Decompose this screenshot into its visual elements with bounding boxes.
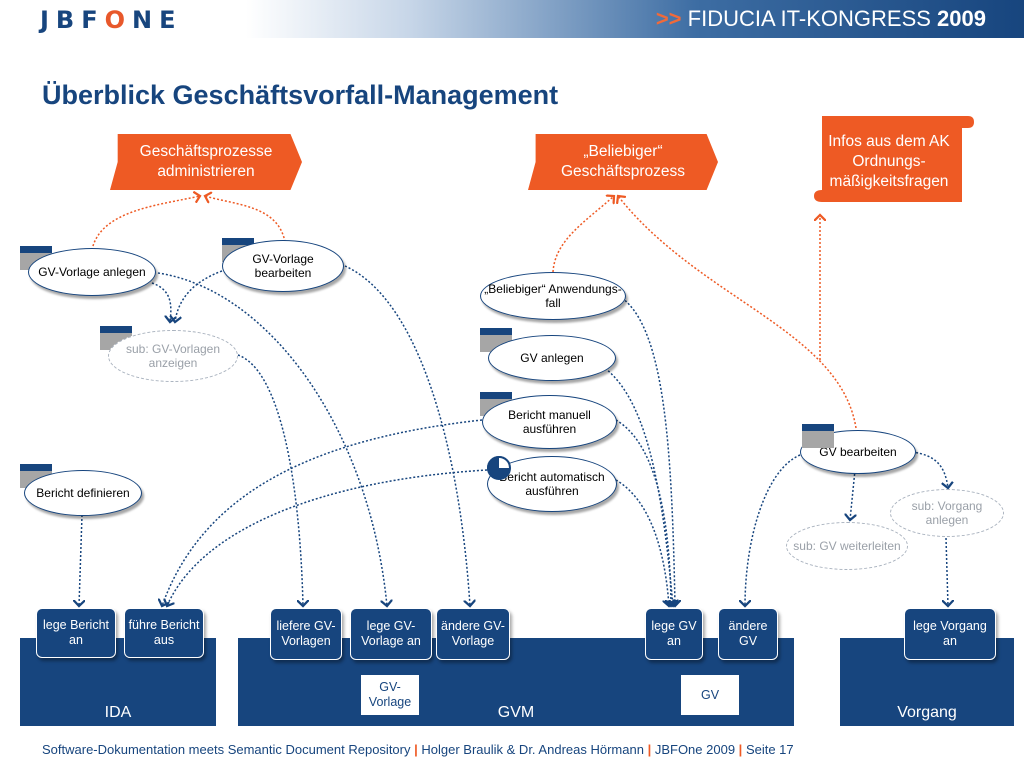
- footer-authors: Holger Braulik & Dr. Andreas Hörmann: [421, 742, 644, 757]
- usecase-beliebiger-anwendungsfall: „Beliebiger“ Anwendungs-fall: [480, 272, 626, 320]
- footer-separator: |: [414, 742, 418, 757]
- footer-page-number: Seite 17: [745, 742, 794, 757]
- footer-separator: |: [738, 742, 743, 757]
- footer: Software-Dokumentation meets Semantic Do…: [42, 742, 794, 757]
- op-aendere-gv: ändere GV: [718, 608, 778, 660]
- op-lege-bericht-an: lege Bericht an: [36, 608, 116, 658]
- usecase-sub-gv-weiterleiten: sub: GV weiterleiten: [786, 522, 908, 570]
- jbfone-logo: JBFONE: [40, 6, 183, 34]
- data-object-gv-vorlage: GV-Vorlage: [360, 674, 420, 716]
- timer-icon: [487, 456, 511, 480]
- footer-title: Software-Dokumentation meets Semantic Do…: [42, 742, 411, 757]
- system-flag-icon: [802, 424, 834, 448]
- page-title: Überblick Geschäftsvorfall-Management: [42, 80, 559, 110]
- usecase-gv-vorlage-bearbeiten: GV-Vorlage bearbeiten: [222, 240, 344, 292]
- footer-event: JBFOne 2009: [654, 742, 736, 757]
- usecase-bericht-definieren: Bericht definieren: [24, 470, 142, 516]
- process-arbitrary: „Beliebiger“ Geschäftsprozess: [528, 134, 718, 190]
- header-band: [0, 0, 1024, 38]
- process-admin: Geschäftsprozesse administrieren: [110, 134, 302, 190]
- usecase-gv-anlegen: GV anlegen: [488, 335, 616, 381]
- op-lege-gv-vorlage-an: lege GV-Vorlage an: [350, 608, 432, 660]
- infos-scroll: [809, 115, 974, 202]
- congress-title: >> FIDUCIA IT-KONGRESS 2009: [655, 6, 986, 31]
- usecase-bericht-automatisch: Bericht automatisch ausführen: [487, 456, 617, 512]
- op-aendere-gv-vorlage: ändere GV-Vorlage: [436, 608, 510, 660]
- system-label-gvm: GVM: [497, 704, 535, 721]
- op-lege-gv-an: lege GV an: [645, 608, 703, 660]
- usecase-sub-gv-vorlagen-anzeigen: sub: GV-Vorlagen anzeigen: [108, 330, 238, 382]
- usecase-gv-vorlage-anlegen: GV-Vorlage anlegen: [28, 248, 156, 296]
- op-liefere-gv-vorlagen: liefere GV-Vorlagen: [270, 608, 342, 660]
- footer-separator: |: [647, 742, 652, 757]
- data-object-gv: GV: [680, 674, 740, 716]
- usecase-bericht-manuell: Bericht manuell ausführen: [482, 395, 617, 449]
- infos-text: Infos aus dem AK Ordnungs-mäßigkeitsfrag…: [828, 133, 950, 190]
- op-fuehre-bericht-aus: führe Bericht aus: [124, 608, 204, 658]
- system-label-ida: IDA: [104, 704, 132, 721]
- op-lege-vorgang-an: lege Vorgang an: [904, 608, 996, 660]
- usecase-gv-bearbeiten: GV bearbeiten: [800, 430, 916, 474]
- system-label-vorgang: Vorgang: [897, 704, 957, 721]
- usecase-sub-vorgang-anlegen: sub: Vorgang anlegen: [890, 489, 1004, 537]
